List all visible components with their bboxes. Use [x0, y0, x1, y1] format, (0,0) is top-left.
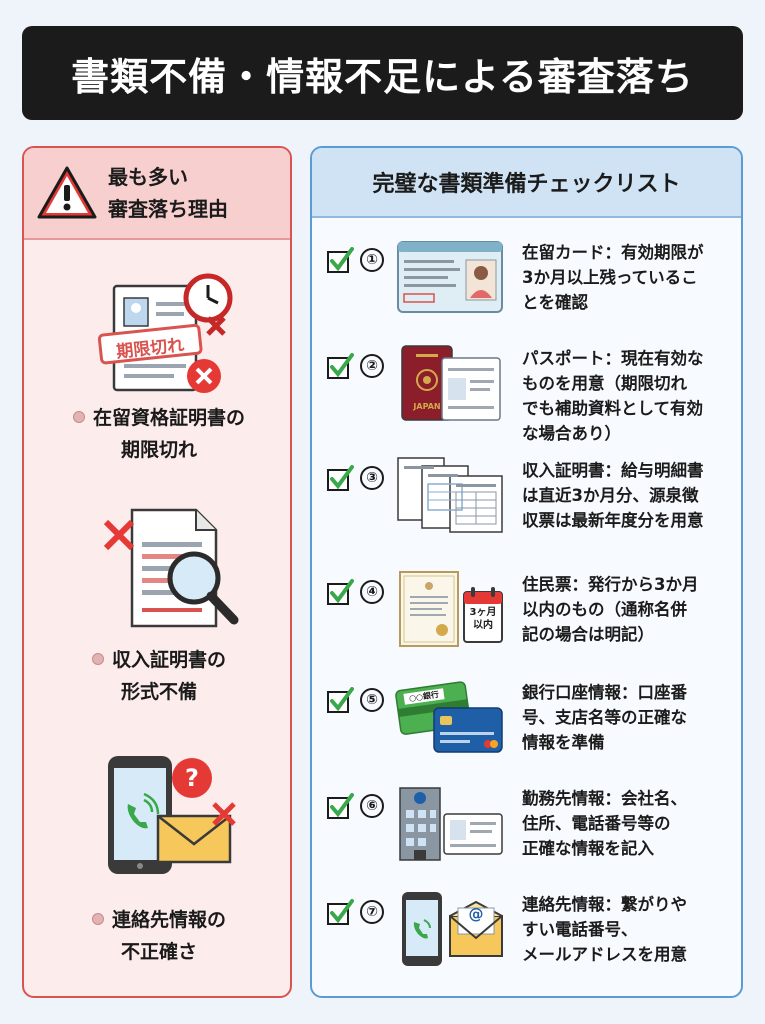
svg-text:?: ?: [185, 764, 199, 792]
calendar-label: 3ヶ月以内: [469, 607, 497, 631]
item-description: 銀行口座情報：口座番 号、支店名等の正確な 情報を準備: [522, 683, 687, 752]
phone-email-illustration: [402, 892, 503, 966]
checklist-item-resident-record: ④ 3ヶ月以内 住民票：発行から3か月 以内のもの（通称名併 記の場合は明記）: [312, 570, 741, 678]
bullet: [91, 913, 104, 925]
bullet: [91, 653, 104, 665]
bullet: [72, 411, 85, 423]
residence-card-illustration: [397, 241, 503, 313]
item-description: 連絡先情報：繋がりや すい電話番号、 メールアドレスを用意: [522, 895, 687, 964]
item-number: ⑦: [360, 900, 384, 924]
office-building-illustration: [399, 787, 503, 861]
checklist-item-residence-card: ① 在留カード：有効期限が 3か月以上残っているこ とを確認: [312, 238, 741, 346]
checklist-item-contact: ⑦ @ 連絡先情報：繋がりや すい電話番号、 メールアドレスを用意: [312, 890, 741, 996]
reasons-header-line2: 審査落ち理由: [108, 197, 228, 221]
item-description: 勤務先情報：会社名、 住所、電話番号等の 正確な情報を記入: [522, 789, 687, 858]
item-description: パスポート：現在有効な ものを用意（期限切れ でも補助資料として有効 な場合あり…: [522, 349, 704, 443]
certificate-calendar-illustration: [399, 571, 503, 647]
checkbox-icon[interactable]: [326, 792, 354, 820]
bank-cards-illustration: [395, 681, 503, 753]
title-bar: 書類不備・情報不足による審査落ち: [22, 26, 743, 120]
checklist-title: 完璧な書類準備チェックリスト: [372, 172, 681, 197]
item-number: ③: [360, 466, 384, 490]
x-icon: [103, 519, 135, 551]
payslip-illustration: [397, 457, 503, 533]
email-at-symbol: @: [468, 905, 484, 923]
mail-icon: [156, 814, 232, 864]
mail-icon: [449, 900, 503, 957]
checkbox-icon[interactable]: [326, 246, 354, 274]
invalid-income-document-illustration: [103, 508, 239, 628]
magnifier-icon: [167, 551, 239, 625]
reason-3-label: 連絡先情報の 不正確さ: [24, 904, 290, 968]
passport-text: JAPAN: [413, 402, 441, 411]
checklist-item-income-proof: ③ 収入証明書：給与明細書 は直近3か月分、源泉徴 収票は最新年度分を用意: [312, 456, 741, 564]
question-icon: ?: [172, 758, 212, 798]
warning-icon: [37, 166, 97, 219]
reason-2-label: 収入証明書の 形式不備: [24, 644, 290, 708]
checkbox-icon[interactable]: [326, 898, 354, 926]
expired-document-illustration: [97, 273, 233, 393]
checkbox-icon[interactable]: [326, 578, 354, 606]
checklist-item-passport: ② JAPAN パスポート：現在有効な ものを用意（期限切れ でも補助資料として…: [312, 344, 741, 452]
item-description: 住民票：発行から3か月 以内のもの（通称名併 記の場合は明記）: [522, 575, 699, 644]
reasons-panel: 最も多い 審査落ち理由: [22, 146, 292, 998]
page-title: 書類不備・情報不足による審査落ち: [71, 54, 694, 99]
clock-icon: [183, 273, 233, 323]
item-number: ⑥: [360, 794, 384, 818]
reasons-header-line1: 最も多い: [108, 165, 188, 189]
item-description: 収入証明書：給与明細書 は直近3か月分、源泉徴 収票は最新年度分を用意: [522, 461, 704, 530]
phone-mail-illustration: ?: [108, 756, 236, 874]
checkbox-icon[interactable]: [326, 464, 354, 492]
checklist-panel: 完璧な書類準備チェックリスト ① 在留カード：有効期限が 3か月以上残っているこ…: [310, 146, 743, 998]
reasons-header: 最も多い 審査落ち理由: [24, 148, 290, 240]
item-number: ①: [360, 248, 384, 272]
checkbox-icon[interactable]: [326, 686, 354, 714]
item-number: ②: [360, 354, 384, 378]
item-number: ⑤: [360, 688, 384, 712]
building-icon: [399, 787, 441, 861]
passport-illustration: [401, 345, 501, 421]
reason-1-label: 在留資格証明書の 期限切れ: [24, 402, 290, 466]
x-icon: [212, 802, 236, 826]
item-number: ④: [360, 580, 384, 604]
checklist-item-bank-account: ⑤ ○○銀行 銀行口座情報：口座番 号、支店名等の正確な 情報を準備: [312, 678, 741, 786]
x-icon: [206, 316, 226, 336]
item-description: 在留カード：有効期限が 3か月以上残っているこ とを確認: [522, 243, 704, 312]
checklist-item-employer: ⑥ 勤務先情報：会社名、 住所、電話番号等の: [312, 784, 741, 892]
phone-icon: [402, 892, 442, 966]
checkbox-icon[interactable]: [326, 352, 354, 380]
reasons-header-text: 最も多い 審査落ち理由: [108, 161, 228, 225]
checklist-header: 完璧な書類準備チェックリスト: [312, 148, 741, 218]
